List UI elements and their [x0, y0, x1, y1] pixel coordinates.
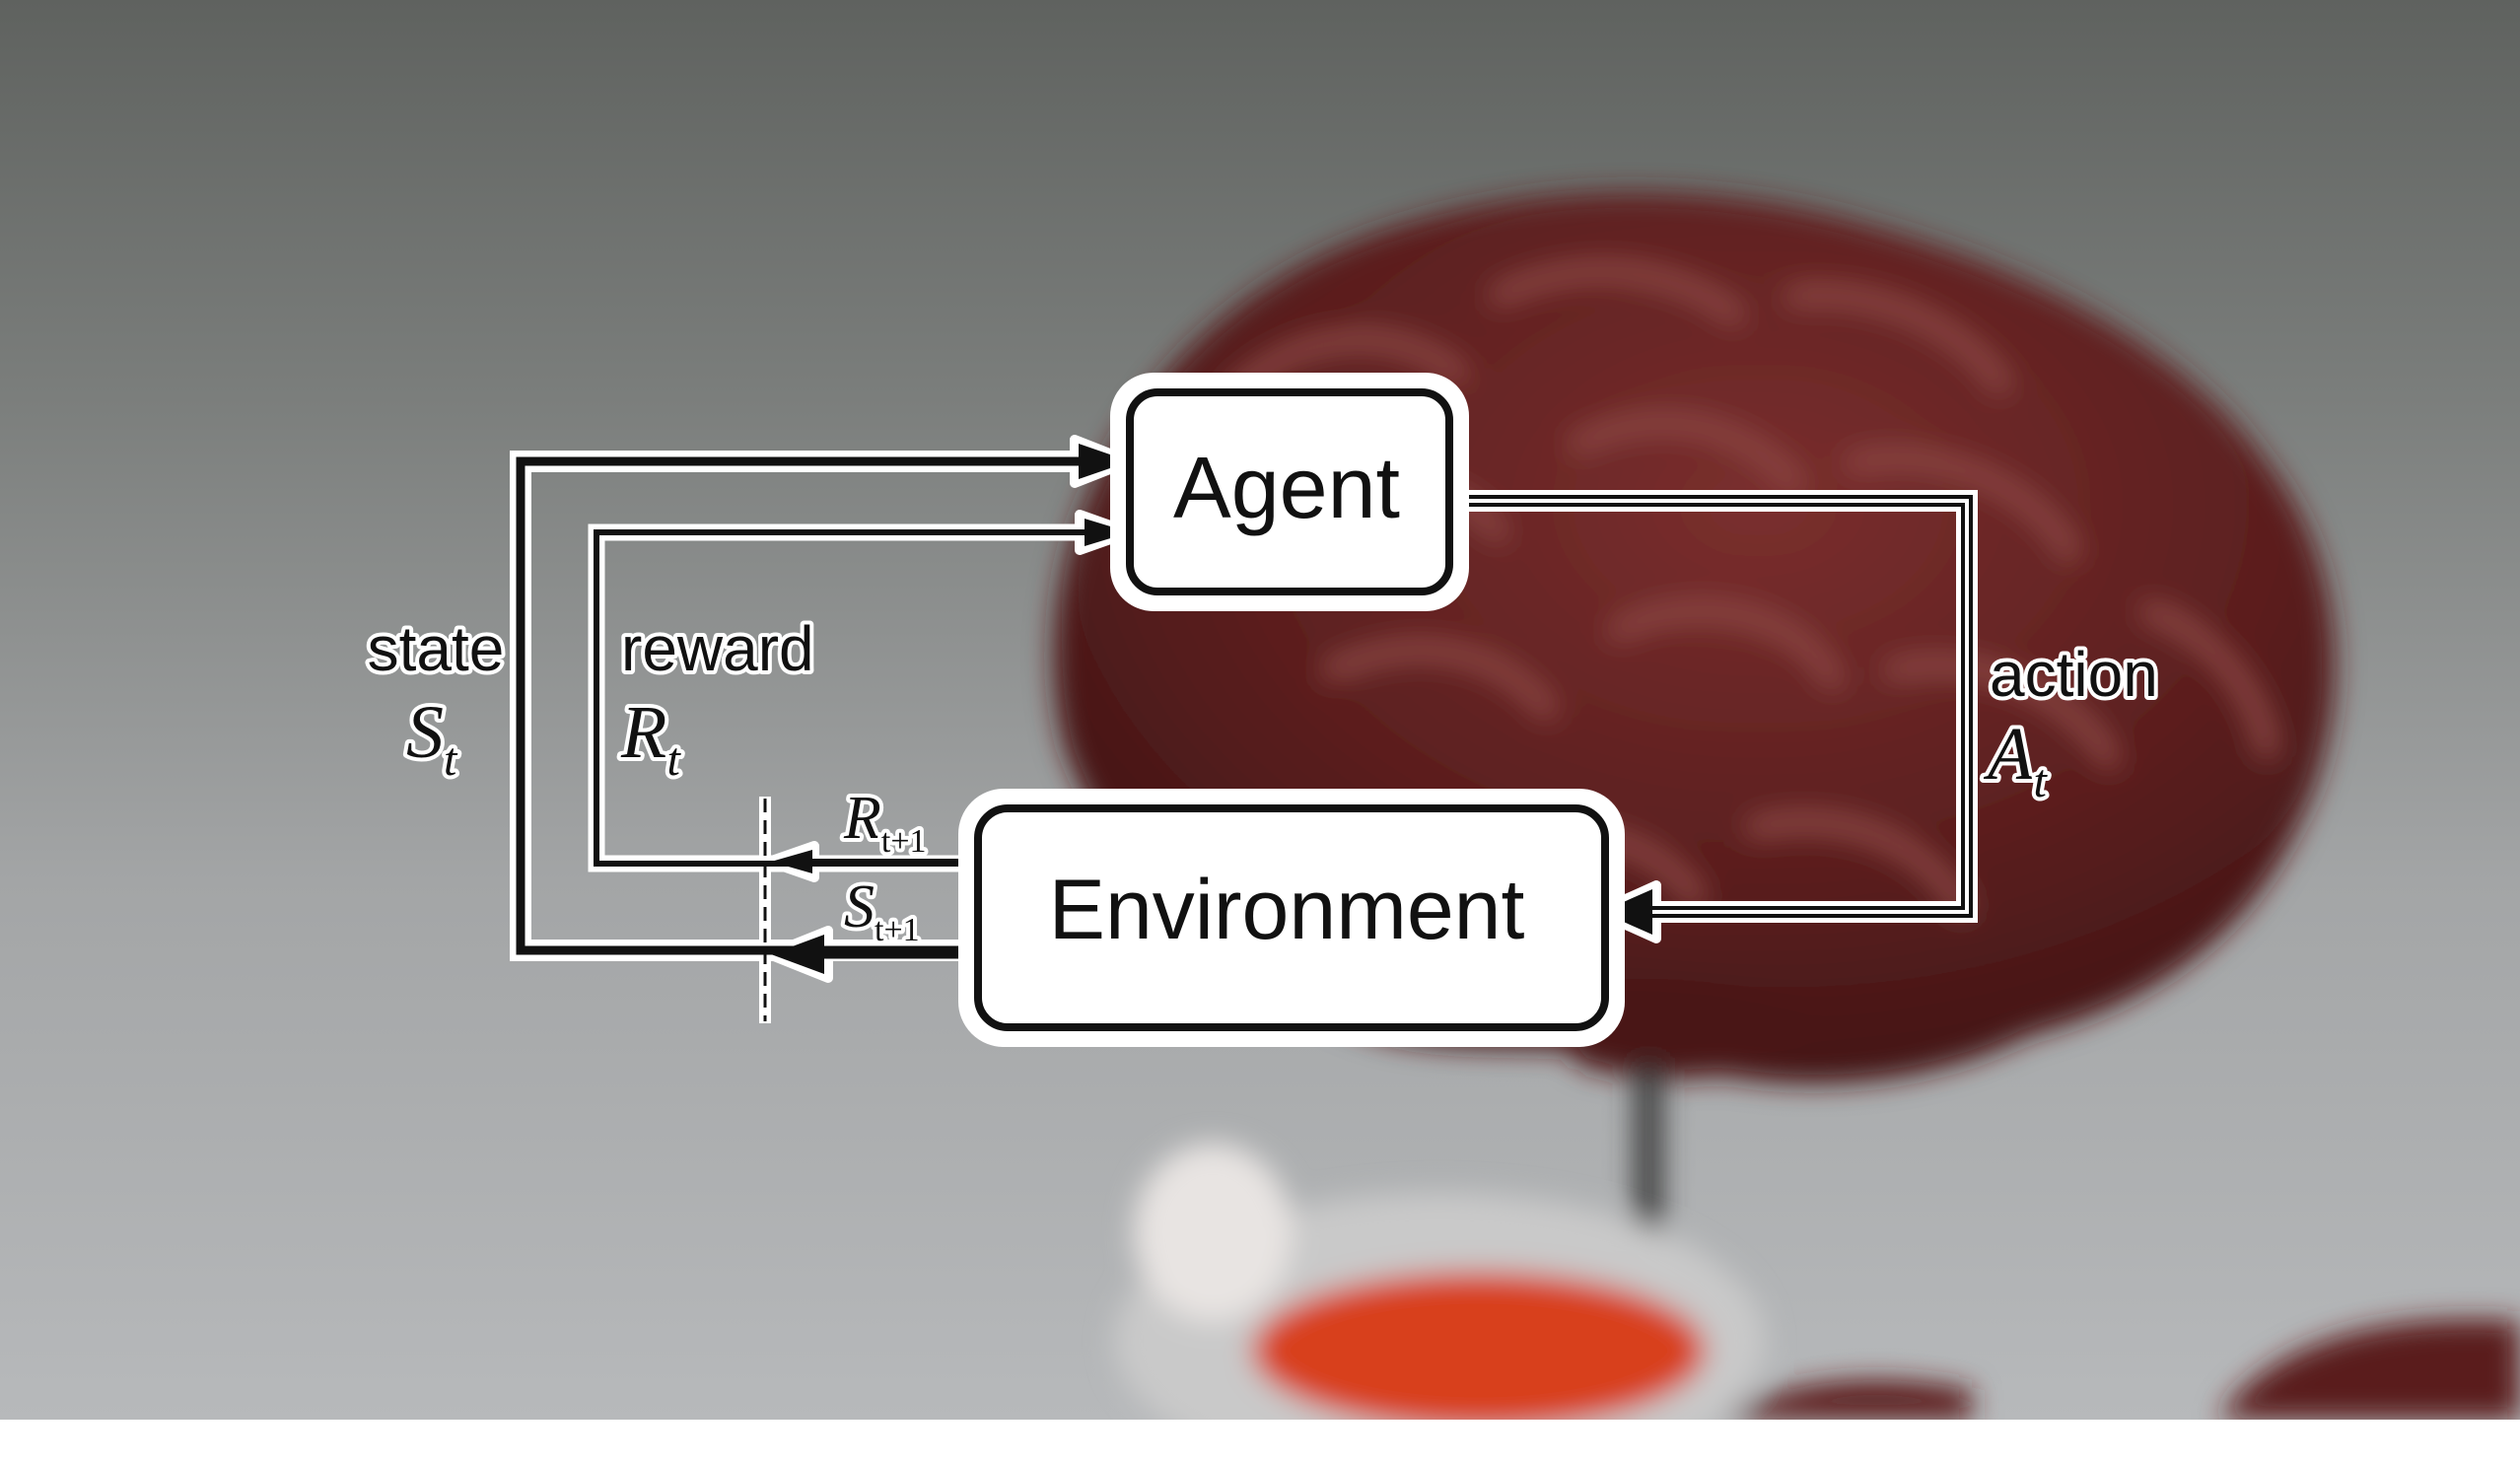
reward-arrowhead: [1085, 519, 1130, 546]
next-reward-arrowhead: [771, 850, 812, 873]
state-arrowhead: [1079, 444, 1130, 479]
state-label: state: [368, 613, 505, 684]
agent-box: [1126, 388, 1453, 595]
next-state-arrowhead: [771, 935, 824, 974]
action-symbol: At: [1983, 713, 2048, 807]
next-state-symbol: St+1: [844, 873, 920, 948]
action-label: action: [1990, 639, 2158, 710]
state-symbol: St: [406, 691, 458, 786]
environment-box: [974, 804, 1609, 1031]
agent-label: Agent: [1173, 439, 1400, 536]
reward-symbol: Rt: [620, 691, 681, 786]
reward-label: reward: [621, 613, 814, 684]
rl-diagram: Agent Environment state St reward Rt act…: [367, 388, 2158, 1031]
brain-photo-background: Agent Environment state St reward Rt act…: [0, 0, 2520, 1420]
bottom-margin: [0, 1420, 2520, 1463]
action-arrowhead: [1601, 889, 1652, 935]
next-reward-symbol: Rt+1: [843, 785, 927, 860]
environment-label: Environment: [1049, 863, 1525, 957]
state-feedback-line: [516, 456, 1083, 955]
